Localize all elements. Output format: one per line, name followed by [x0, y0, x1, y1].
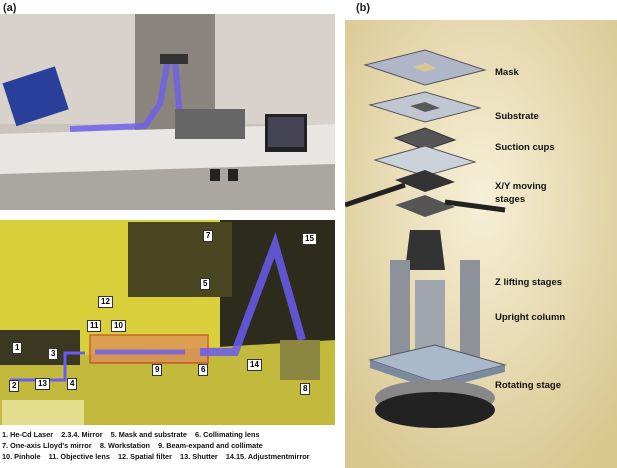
label-4: 4: [67, 378, 78, 390]
label-6: 6: [198, 364, 209, 376]
label-7: 7: [203, 230, 214, 242]
part-mask: Mask: [495, 67, 519, 78]
panel-b-label: (b): [356, 2, 371, 14]
label-5: 5: [200, 278, 211, 290]
part-xy-stages: X/Y moving stages: [495, 181, 547, 205]
part-rotating-stage: Rotating stage: [495, 380, 561, 391]
label-12: 12: [98, 296, 113, 308]
setup-photo-labeled: [0, 220, 335, 425]
label-2: 2: [9, 380, 20, 392]
label-9: 9: [152, 364, 163, 376]
caption-line-3: 10. Pinhole 11. Objective lens 12. Spati…: [2, 452, 310, 461]
caption-line-1: 1. He-Cd Laser 2.3.4. Mirror 5. Mask and…: [2, 430, 260, 439]
part-z-stages: Z lifting stages: [495, 277, 563, 288]
label-11: 11: [87, 320, 102, 332]
caption-line-2: 7. One-axis Lloyd's mirror 8. Workstatio…: [2, 441, 263, 450]
label-14: 14: [247, 359, 262, 371]
panel-a-label: (a): [3, 2, 17, 14]
label-13: 13: [35, 378, 50, 390]
setup-photo-overview: [0, 14, 335, 210]
label-3: 3: [48, 348, 59, 360]
part-substrate: Substrate: [495, 111, 539, 122]
label-1: 1: [12, 342, 23, 354]
label-8: 8: [300, 383, 311, 395]
part-suction-cups: Suction cups: [495, 142, 555, 153]
label-15: 15: [302, 233, 317, 245]
part-upright-column: Upright column: [495, 312, 566, 323]
exploded-view-diagram: [345, 20, 617, 468]
label-10: 10: [111, 320, 126, 332]
